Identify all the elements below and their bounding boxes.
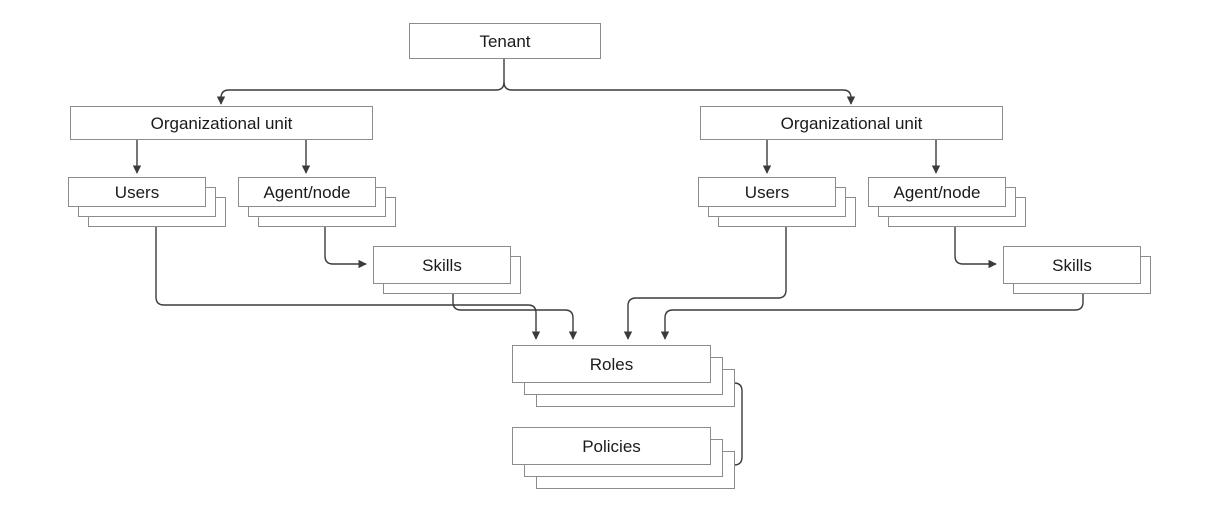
node-agent-right-label: Agent/node bbox=[893, 182, 981, 202]
edge-agentright-to-skillsright bbox=[954, 226, 997, 269]
node-agent-left-card: Agent/node bbox=[238, 177, 376, 207]
node-skills-right-label: Skills bbox=[1052, 255, 1092, 275]
node-organizational-unit-right-label: Organizational unit bbox=[780, 113, 923, 133]
edge-usersright-to-roles bbox=[623, 226, 787, 340]
node-organizational-unit-left[interactable]: Organizational unit bbox=[70, 106, 373, 140]
node-roles-card: Roles bbox=[512, 345, 711, 383]
node-skills-right-card: Skills bbox=[1003, 246, 1141, 284]
node-agent-right[interactable]: Agent/node bbox=[868, 177, 1028, 227]
node-roles[interactable]: Roles bbox=[512, 345, 752, 407]
node-users-right-label: Users bbox=[744, 182, 790, 202]
node-users-right-card: Users bbox=[698, 177, 836, 207]
node-tenant-label: Tenant bbox=[479, 31, 531, 51]
node-policies-label: Policies bbox=[582, 436, 641, 456]
node-skills-left-card: Skills bbox=[373, 246, 511, 284]
node-organizational-unit-left-card: Organizational unit bbox=[70, 106, 373, 140]
node-roles-label: Roles bbox=[589, 354, 634, 374]
node-skills-right[interactable]: Skills bbox=[1003, 246, 1163, 294]
node-users-left-card: Users bbox=[68, 177, 206, 207]
node-organizational-unit-right-card: Organizational unit bbox=[700, 106, 1003, 140]
node-users-left-label: Users bbox=[114, 182, 160, 202]
edge-tenant-to-ou-right bbox=[503, 81, 856, 105]
node-tenant-card: Tenant bbox=[409, 23, 601, 59]
node-skills-left-label: Skills bbox=[422, 255, 462, 275]
node-users-right[interactable]: Users bbox=[698, 177, 858, 227]
node-agent-right-card: Agent/node bbox=[868, 177, 1006, 207]
node-policies-card: Policies bbox=[512, 427, 711, 465]
node-users-left[interactable]: Users bbox=[68, 177, 228, 227]
node-agent-left-label: Agent/node bbox=[263, 182, 351, 202]
edge-skillsleft-to-roles bbox=[452, 294, 578, 340]
node-tenant[interactable]: Tenant bbox=[409, 23, 601, 59]
edge-tenant-to-ou-left bbox=[216, 81, 505, 105]
node-agent-left[interactable]: Agent/node bbox=[238, 177, 398, 227]
edge-agentleft-to-skillsleft bbox=[324, 226, 367, 269]
node-policies[interactable]: Policies bbox=[512, 427, 752, 489]
node-organizational-unit-right[interactable]: Organizational unit bbox=[700, 106, 1003, 140]
node-organizational-unit-left-label: Organizational unit bbox=[150, 113, 293, 133]
node-skills-left[interactable]: Skills bbox=[373, 246, 533, 294]
edge-skillsright-to-roles bbox=[660, 294, 1084, 340]
